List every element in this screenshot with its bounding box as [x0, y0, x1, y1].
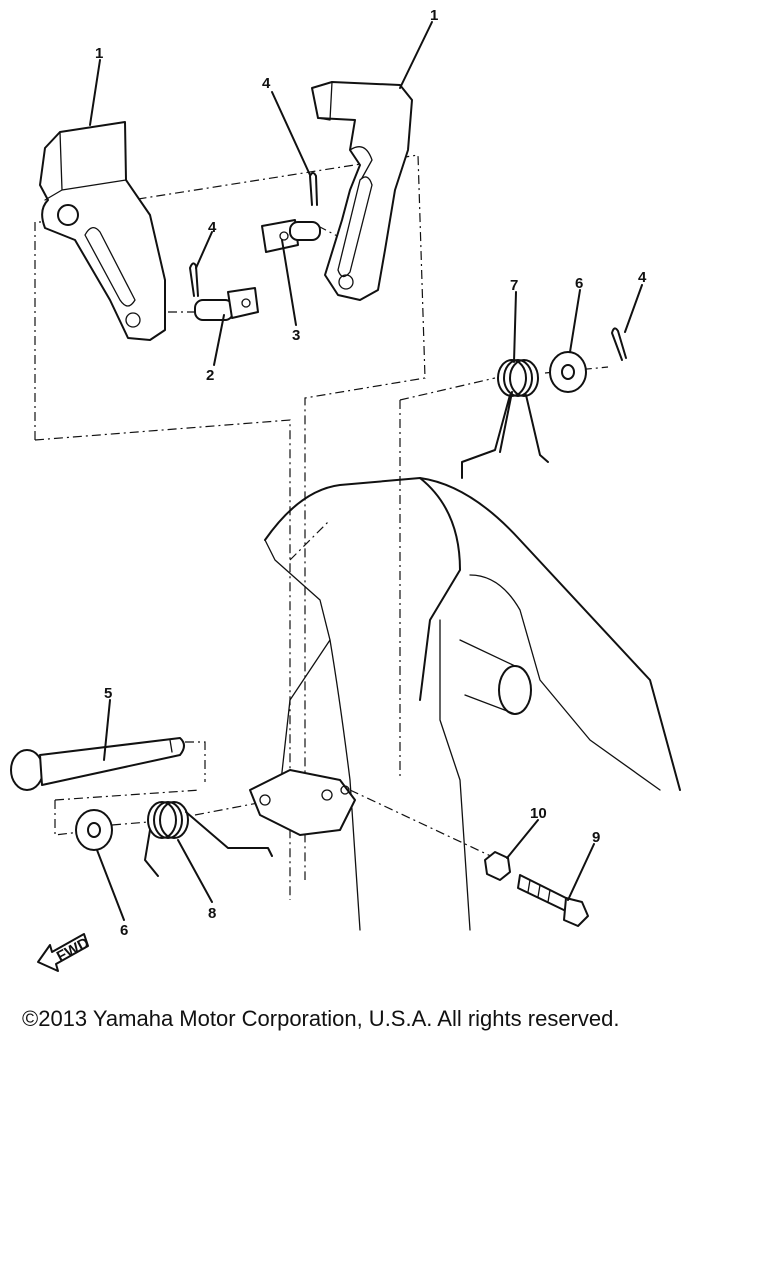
callout-washer-left: 6 — [120, 922, 128, 939]
arm-left — [39, 121, 166, 341]
shaft — [10, 737, 185, 791]
fwd-arrow-icon: FWD — [37, 933, 92, 972]
spring-lower — [144, 801, 273, 877]
cotter-pin-right — [611, 327, 627, 361]
pin-3 — [261, 219, 321, 253]
callout-nut: 10 — [530, 805, 547, 822]
bolt — [517, 874, 589, 927]
callout-labels: 1 1 4 4 2 3 7 6 4 5 6 8 10 9 — [95, 7, 647, 939]
arm-right — [311, 81, 413, 301]
pin-2 — [194, 287, 259, 321]
copyright-notice: ©2013 Yamaha Motor Corporation, U.S.A. A… — [22, 1006, 620, 1031]
callout-arm-left: 1 — [95, 45, 103, 62]
cotter-pin-top — [309, 172, 318, 206]
callout-cotter-top: 4 — [262, 75, 271, 92]
leader-lines — [89, 21, 643, 921]
callout-pin-2: 2 — [206, 367, 214, 384]
washer-left — [75, 809, 113, 851]
nut — [484, 851, 511, 881]
callout-arm-right: 1 — [430, 7, 438, 24]
callout-shaft: 5 — [104, 685, 112, 702]
assembly-guide-lines — [34, 154, 609, 900]
callout-cotter-left: 4 — [208, 219, 217, 236]
parts-exploded-diagram: FWD 1 1 4 4 2 3 7 6 4 5 6 8 10 9 — [10, 7, 681, 972]
callout-spring-upper: 7 — [510, 277, 518, 294]
washer-right — [549, 351, 587, 393]
callout-washer-right: 6 — [575, 275, 583, 292]
spring-upper — [461, 359, 549, 479]
callout-cotter-right: 4 — [638, 269, 647, 286]
callout-pin-3: 3 — [292, 327, 300, 344]
callout-bolt: 9 — [592, 829, 600, 846]
frame-body — [249, 477, 681, 931]
callout-spring-lower: 8 — [208, 905, 216, 922]
cotter-pin-left — [189, 262, 199, 297]
